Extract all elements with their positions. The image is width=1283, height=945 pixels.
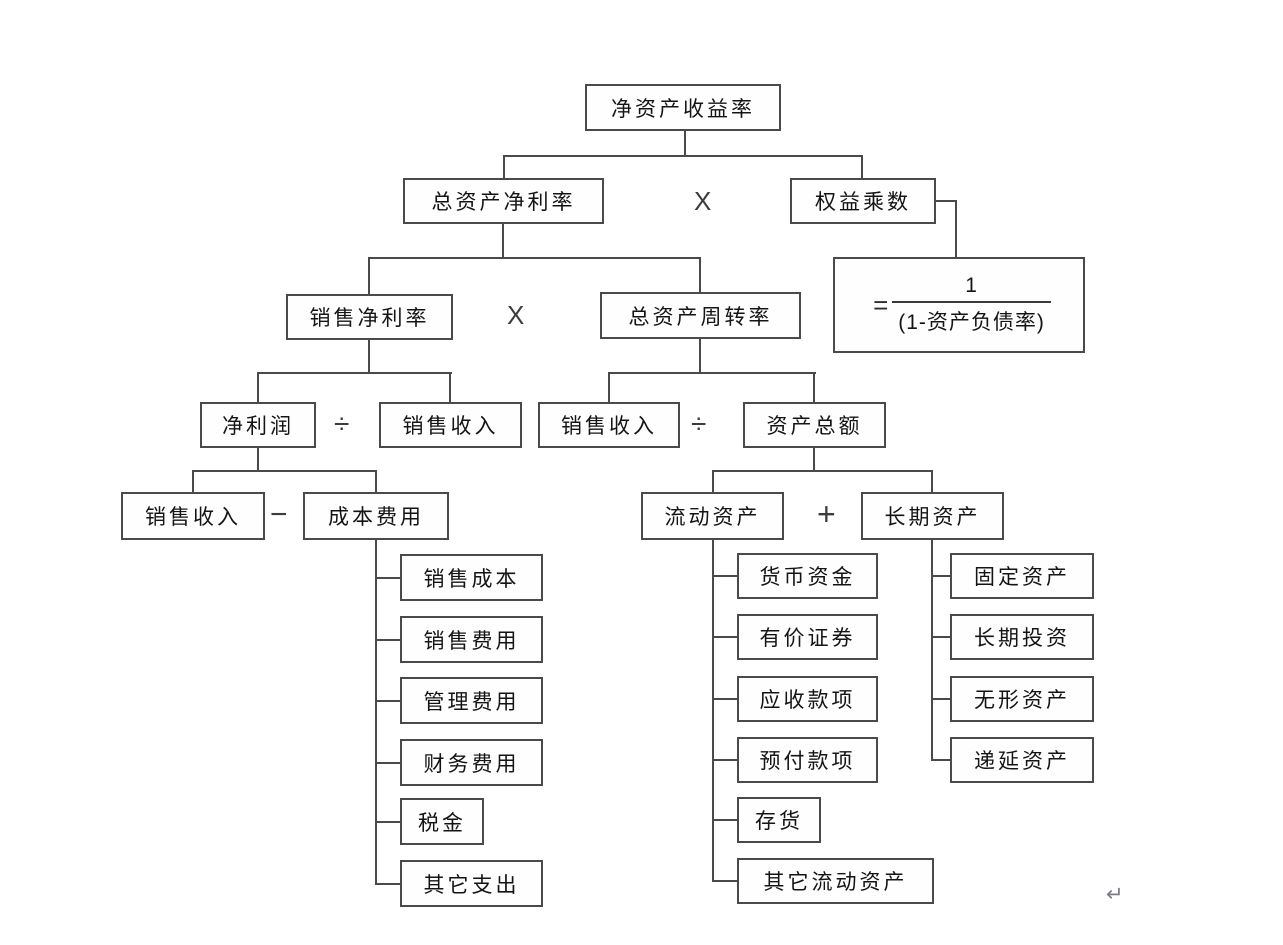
connector xyxy=(192,470,377,472)
fraction-denominator: (1-资产负债率) xyxy=(898,311,1045,334)
node-sales-revenue: 销售收入 xyxy=(538,402,680,448)
connector xyxy=(931,470,933,493)
node-other-current-assets: 其它流动资产 xyxy=(737,858,934,904)
multiply-operator: X xyxy=(507,300,525,330)
connector xyxy=(931,759,950,761)
connector xyxy=(712,540,714,882)
node-selling-expense: 销售费用 xyxy=(400,616,543,663)
node-long-term-assets: 长期资产 xyxy=(861,492,1004,540)
minus-operator: − xyxy=(270,498,288,531)
node-total-asset-net-margin: 总资产净利率 xyxy=(403,178,604,224)
connector xyxy=(608,372,816,374)
connector xyxy=(375,700,400,702)
node-other-expense: 其它支出 xyxy=(400,860,543,907)
node-sales-revenue: 销售收入 xyxy=(379,402,522,448)
connector xyxy=(257,372,452,374)
plus-operator: + xyxy=(817,496,836,532)
node-finance-expense: 财务费用 xyxy=(400,739,543,786)
node-sales-revenue: 销售收入 xyxy=(121,492,265,540)
connector xyxy=(375,470,377,493)
connector xyxy=(813,372,815,403)
connector xyxy=(931,575,950,577)
node-fixed-assets: 固定资产 xyxy=(950,553,1094,599)
connector xyxy=(936,200,957,202)
paragraph-return-mark: ↵ xyxy=(1106,883,1124,906)
connector xyxy=(699,339,701,373)
connector xyxy=(257,372,259,403)
node-intangible-assets: 无形资产 xyxy=(950,676,1094,722)
connector xyxy=(608,372,610,403)
connector xyxy=(449,372,451,403)
multiply-operator: X xyxy=(694,186,712,216)
connector xyxy=(375,639,400,641)
fraction: 1 (1-资产负债率) xyxy=(892,274,1051,336)
connector xyxy=(192,470,194,493)
connector xyxy=(931,540,933,761)
connector xyxy=(502,224,504,258)
node-receivables: 应收款项 xyxy=(737,676,878,722)
connector xyxy=(712,880,737,882)
connector xyxy=(375,821,400,823)
node-prepayments: 预付款项 xyxy=(737,737,878,783)
connector xyxy=(712,470,933,472)
node-return-on-equity: 净资产收益率 xyxy=(585,84,781,131)
connector xyxy=(712,575,737,577)
node-cash: 货币资金 xyxy=(737,553,878,599)
node-inventory: 存货 xyxy=(737,797,821,843)
node-total-asset-turnover: 总资产周转率 xyxy=(600,292,801,339)
connector xyxy=(712,636,737,638)
node-net-profit: 净利润 xyxy=(200,402,316,448)
connector xyxy=(699,257,701,293)
node-current-assets: 流动资产 xyxy=(641,492,784,540)
connector xyxy=(712,698,737,700)
connector xyxy=(375,762,400,764)
node-taxes: 税金 xyxy=(400,798,484,845)
connector xyxy=(375,577,400,579)
node-total-assets: 资产总额 xyxy=(743,402,886,448)
equals-sign: = xyxy=(873,289,889,320)
node-sales-net-margin: 销售净利率 xyxy=(286,294,453,340)
node-equity-multiplier: 权益乘数 xyxy=(790,178,936,224)
connector xyxy=(931,636,950,638)
connector xyxy=(375,540,377,885)
connector xyxy=(368,257,370,295)
node-deferred-assets: 递延资产 xyxy=(950,737,1094,783)
divide-operator: ÷ xyxy=(334,408,350,439)
connector xyxy=(503,155,505,179)
connector xyxy=(712,819,737,821)
connector xyxy=(503,155,863,157)
connector xyxy=(368,257,701,259)
node-marketable-securities: 有价证券 xyxy=(737,614,878,660)
equity-multiplier-formula: = 1 (1-资产负债率) xyxy=(833,257,1085,353)
connector xyxy=(955,200,957,258)
connector xyxy=(712,759,737,761)
connector xyxy=(712,470,714,493)
connector xyxy=(684,131,686,156)
connector xyxy=(931,698,950,700)
connector xyxy=(375,883,400,885)
fraction-numerator: 1 xyxy=(892,274,1051,303)
node-long-term-investments: 长期投资 xyxy=(950,614,1094,660)
connector xyxy=(257,448,259,471)
connector xyxy=(861,155,863,179)
node-cost-expense: 成本费用 xyxy=(303,492,449,540)
divide-operator: ÷ xyxy=(691,408,707,439)
node-admin-expense: 管理费用 xyxy=(400,677,543,724)
node-cost-of-sales: 销售成本 xyxy=(400,554,543,601)
connector xyxy=(813,448,815,471)
connector xyxy=(368,340,370,373)
